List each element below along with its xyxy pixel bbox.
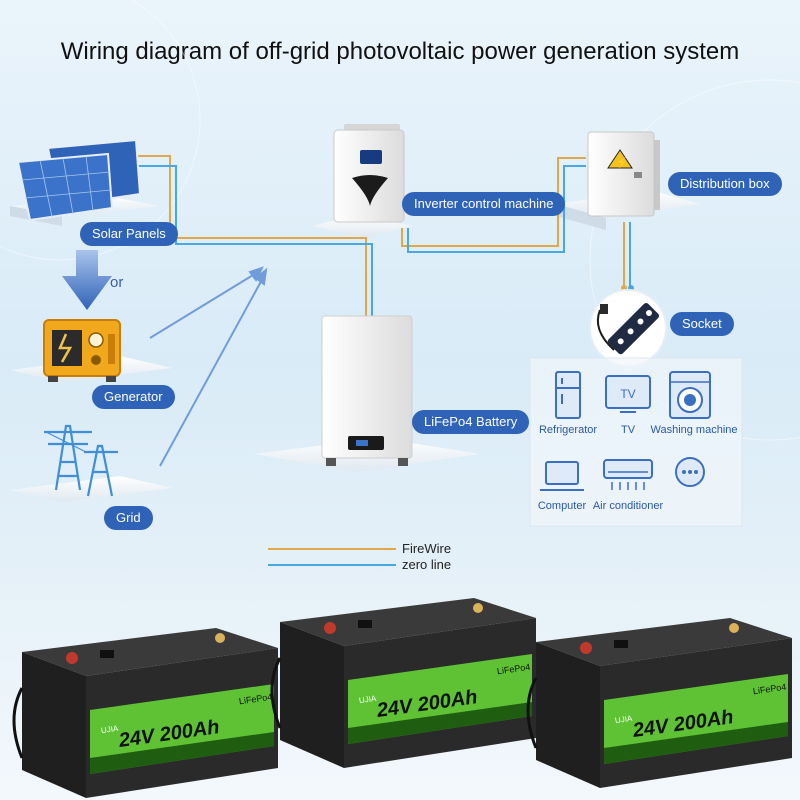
air-conditioner-icon — [603, 459, 653, 490]
appliance-label-tv: TV — [620, 424, 636, 436]
battery-top — [280, 598, 536, 646]
battery-type-text: LiFePo4 — [496, 662, 531, 677]
or-label: or — [110, 274, 124, 291]
washing-machine-icon — [669, 371, 711, 419]
battery-band-stripe — [604, 722, 788, 764]
battery-brand-text: UJIA — [100, 724, 119, 735]
battery-type-text: LiFePo4 — [752, 682, 787, 697]
fire-wire-distribution — [401, 157, 586, 247]
legend-zero-line: zero line — [402, 557, 452, 572]
battery-side — [536, 642, 600, 788]
refrigerator-icon — [555, 371, 581, 419]
battery-display — [614, 640, 628, 648]
page-title: Wiring diagram of off-grid photovoltaic … — [60, 38, 740, 65]
battery-terminal — [473, 603, 483, 613]
grid-label: Grid — [104, 506, 153, 530]
more-icon — [675, 457, 705, 487]
battery-side — [280, 622, 344, 768]
battery-handle — [526, 677, 538, 749]
computer-icon — [540, 461, 584, 491]
tv-screen-text: TV — [620, 387, 635, 401]
zero-line-distribution — [407, 165, 586, 253]
zero-line-solar — [128, 165, 373, 318]
battery-brand-text: UJIA — [614, 714, 633, 725]
legend-firewire: FireWire — [402, 541, 452, 556]
appliance-label-refrigerator: Refrigerator — [538, 424, 598, 436]
distribution-platform-side — [556, 204, 606, 230]
battery-terminal — [215, 633, 225, 643]
battery-handle — [270, 657, 282, 729]
battery-side — [22, 652, 86, 798]
inverter-icon — [333, 124, 405, 223]
battery-display — [100, 650, 114, 658]
generator-label: Generator — [92, 385, 175, 409]
svg-text:⚡: ⚡ — [616, 156, 628, 169]
socket-label: Socket — [670, 312, 734, 336]
tv-icon: TV — [605, 375, 651, 413]
battery-terminal — [66, 652, 78, 664]
battery-top — [22, 628, 278, 676]
distribution-box-label: Distribution box — [668, 172, 782, 196]
battery-terminal — [324, 622, 336, 634]
battery-handle — [12, 687, 24, 759]
grid-platform — [10, 476, 172, 502]
battery-terminal — [729, 623, 739, 633]
distribution-box-icon: ⚡ — [587, 131, 660, 217]
solar-panels-label: Solar Panels — [80, 222, 178, 246]
battery-band-stripe — [90, 732, 274, 774]
power-grid-icon — [44, 424, 118, 497]
battery-type-text: LiFePo4 — [238, 692, 273, 707]
battery-display — [358, 620, 372, 628]
battery-brand-text: UJIA — [358, 694, 377, 705]
appliance-label-air-conditioner: Air conditioner — [592, 500, 664, 512]
generator-icon — [43, 319, 121, 382]
socket-icon — [589, 289, 667, 367]
down-arrow-icon — [62, 250, 112, 310]
lifepo4-battery-icon — [321, 315, 413, 466]
source-arrows — [149, 266, 268, 467]
inverter-label: Inverter control machine — [402, 192, 566, 216]
appliance-label-computer: Computer — [537, 500, 587, 512]
solar-panels-icon — [16, 138, 142, 222]
battery-band-stripe — [348, 702, 532, 744]
battery-top — [536, 618, 792, 666]
battery-terminal — [580, 642, 592, 654]
battery-label: LiFePo4 Battery — [412, 410, 530, 434]
appliance-label-washing-machine: Washing machine — [650, 424, 738, 436]
